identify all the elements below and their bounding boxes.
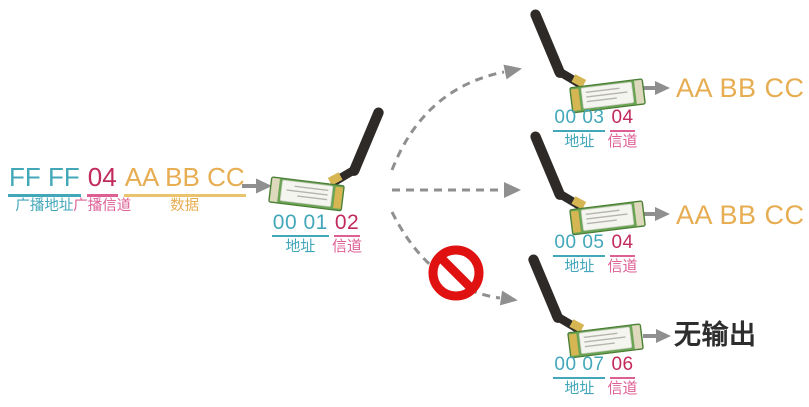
receiver-3-output-arrow — [643, 329, 671, 343]
receiver-2-channel-value: 04 — [610, 232, 635, 257]
receiver-1-channel-field: 04 信道 — [608, 107, 638, 149]
packet-input-arrow — [242, 178, 272, 194]
receiver-3-channel-value: 06 — [610, 354, 635, 379]
receiver-2-address-field: 00 05 地址 — [553, 232, 606, 274]
receiver-1-channel-value: 04 — [610, 107, 635, 132]
transmitter-address-field: 00 01 地址 — [271, 211, 329, 255]
transmitter-channel-label: 信道 — [332, 238, 363, 256]
transmitter-channel-field: 02 信道 — [332, 211, 362, 255]
transmitter-module — [266, 103, 416, 216]
packet-data-label: 数据 — [170, 198, 200, 215]
packet-channel-field: 04 广播信道 — [73, 163, 131, 214]
wireless-module-icon — [496, 250, 646, 363]
receiver-3-address-label: 地址 — [564, 379, 595, 397]
wireless-module-icon — [266, 103, 416, 216]
receiver-2-caption: 00 05 地址 04 信道 — [548, 232, 640, 274]
receiver-1-caption: 00 03 地址 04 信道 — [548, 107, 640, 149]
receiver-1-output: AA BB CC — [676, 73, 805, 103]
receiver-2-channel-label: 信道 — [607, 257, 638, 275]
receiver-1-address-label: 地址 — [564, 132, 595, 150]
receiver-3-address-value: 00 07 — [553, 354, 606, 379]
receiver-1-address-value: 00 03 — [553, 107, 606, 132]
packet-data-field: AA BB CC 数据 — [123, 163, 246, 214]
transmitter-channel-value: 02 — [333, 211, 361, 238]
transmitter-address-value: 00 01 — [271, 211, 329, 238]
receiver-3-address-field: 00 07 地址 — [553, 354, 606, 396]
wireless-module-icon — [498, 5, 648, 118]
packet-address-label: 广播地址 — [15, 198, 74, 215]
receiver-2-output: AA BB CC — [676, 200, 805, 230]
receiver-2-address-value: 00 05 — [553, 232, 606, 257]
broadcast-arrow-middle-head — [504, 182, 521, 198]
wireless-module-icon — [498, 127, 648, 240]
receiver-1-module — [498, 5, 648, 118]
receiver-2-module — [498, 127, 648, 240]
receiver-2-address-label: 地址 — [564, 257, 595, 275]
receiver-1-address-field: 00 03 地址 — [553, 107, 606, 149]
receiver-1-output-arrow — [642, 81, 670, 95]
transmitter-address-label: 地址 — [285, 238, 316, 256]
packet-channel-label: 广播信道 — [73, 198, 132, 215]
packet-channel-value: 04 — [86, 163, 118, 198]
receiver-3-output: 无输出 — [674, 320, 757, 350]
broadcast-arrow-bottom-head — [499, 290, 518, 306]
packet-address-value: FF FF — [8, 163, 81, 198]
transmitter-caption: 00 01 地址 02 信道 — [271, 211, 362, 255]
broadcast-packet: FF FF 广播地址 04 广播信道 AA BB CC 数据 — [8, 163, 246, 214]
broadcast-arrow-top — [390, 70, 505, 171]
no-entry-icon — [428, 245, 484, 301]
receiver-1-channel-label: 信道 — [607, 132, 638, 150]
packet-data-value: AA BB CC — [123, 163, 246, 198]
broadcast-arrow-top-head — [503, 64, 522, 80]
packet-address-field: FF FF 广播地址 — [8, 163, 81, 214]
receiver-2-channel-field: 04 信道 — [608, 232, 638, 274]
receiver-3-channel-label: 信道 — [607, 379, 638, 397]
receiver-3-channel-field: 06 信道 — [608, 354, 638, 396]
receiver-3-module — [496, 250, 646, 363]
receiver-3-caption: 00 07 地址 06 信道 — [548, 354, 640, 396]
